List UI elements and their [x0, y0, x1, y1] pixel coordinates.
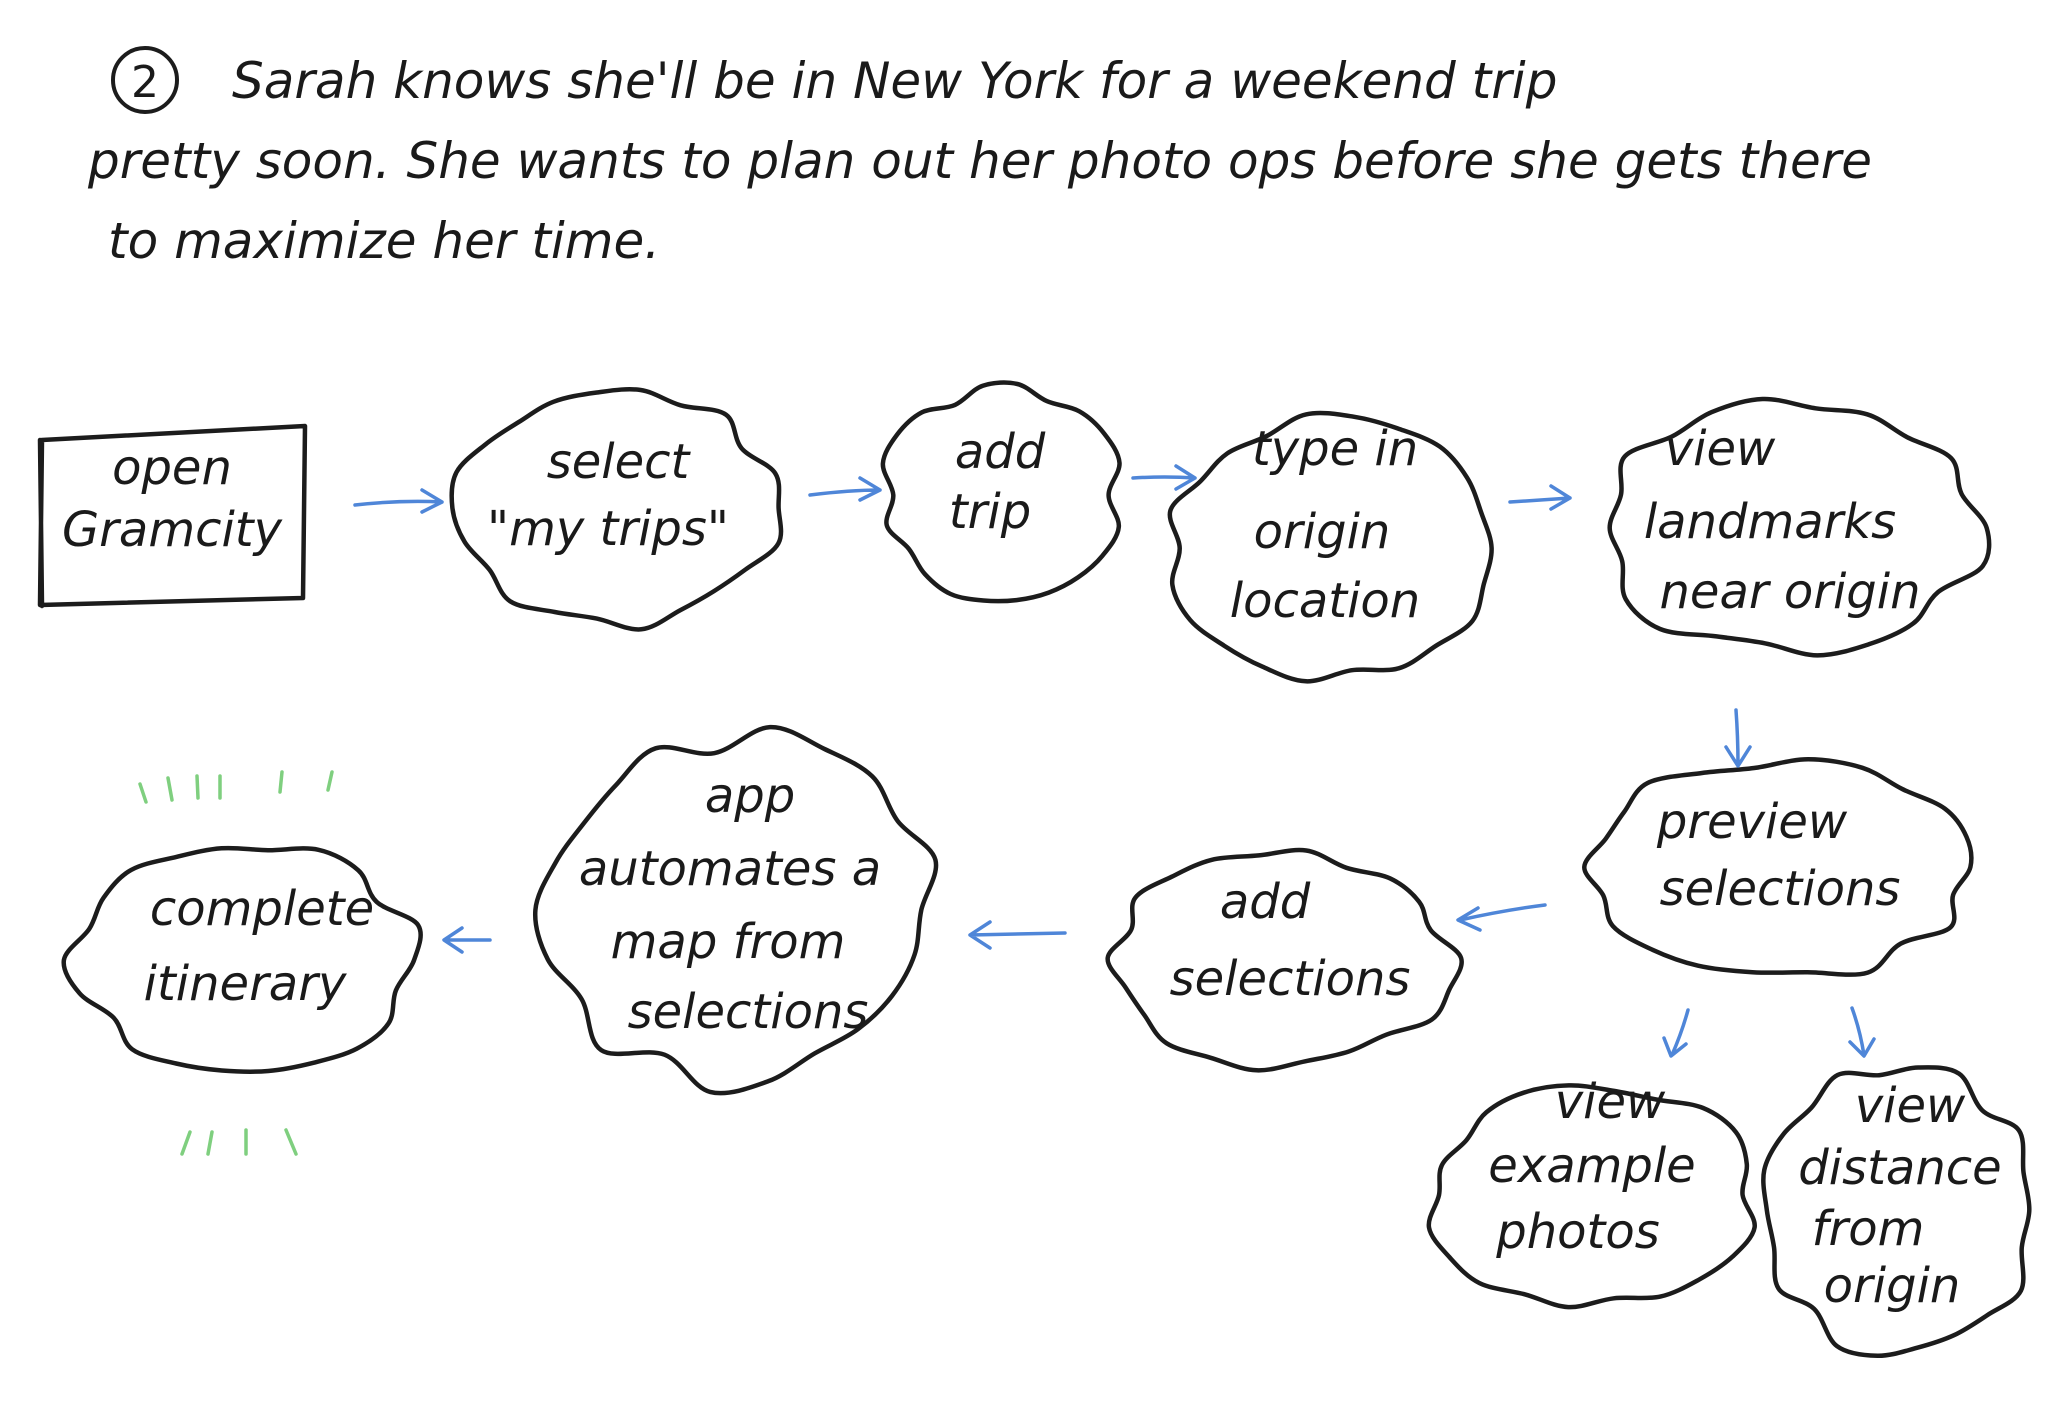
arrow-type-to-landmarks [1508, 484, 1572, 511]
node-label: add [1220, 874, 1311, 930]
node-complete-itinerary: complete itinerary [61, 845, 423, 1074]
node-shape [449, 387, 784, 632]
node-label: origin [1824, 1258, 1961, 1314]
flow-arrows [353, 464, 1876, 1058]
node-label: select [547, 434, 692, 490]
step-number-circle [111, 46, 179, 114]
arrow-addtrip-to-type [1131, 464, 1197, 491]
node-shape [1167, 410, 1494, 684]
node-shape [1105, 847, 1464, 1073]
node-add-selections: add selections [1105, 847, 1464, 1073]
node-label: origin [1254, 504, 1391, 560]
node-label: add [955, 424, 1046, 480]
node-label: view [1855, 1078, 1966, 1134]
node-label: distance [1798, 1140, 2001, 1196]
node-label: preview [1656, 794, 1848, 850]
node-label: automates a [579, 841, 881, 897]
node-label: selections [1170, 951, 1411, 1007]
intro-line-1: Sarah knows she'll be in New York for a … [232, 52, 1557, 110]
node-type-origin-location: type in origin location [1167, 410, 1494, 684]
node-label: trip [949, 484, 1031, 540]
intro-line-3: to maximize her time. [108, 212, 660, 270]
node-shape [1582, 757, 1974, 977]
node-shape [1761, 1065, 2032, 1359]
celebration-marks-top [138, 770, 334, 804]
node-label: app [705, 768, 795, 824]
node-label: selections [1660, 861, 1901, 917]
node-label: near origin [1659, 564, 1920, 620]
arrow-preview-to-distance [1848, 1006, 1876, 1058]
node-select-my-trips: select "my trips" [449, 387, 784, 632]
node-shape [532, 724, 939, 1096]
node-view-example-photos: view example photos [1426, 1074, 1757, 1310]
node-label: itinerary [144, 956, 347, 1012]
node-label: type in [1252, 421, 1418, 477]
node-shape [1607, 396, 1992, 658]
node-preview-selections: preview selections [1582, 757, 1974, 977]
node-label: Gramcity [62, 502, 283, 558]
node-app-automates-map: app automates a map from selections [532, 724, 939, 1096]
node-shape [880, 380, 1122, 604]
node-label: "my trips" [487, 501, 729, 557]
node-label: complete [150, 881, 374, 937]
node-label: location [1230, 573, 1420, 629]
arrow-select-to-addtrip [808, 476, 882, 502]
node-label: view [1665, 421, 1776, 477]
node-label: view [1555, 1074, 1666, 1130]
node-add-trip: add trip [880, 380, 1122, 604]
intro-text: 2 Sarah knows she'll be in New York for … [87, 46, 1872, 270]
node-view-distance-from-origin: view distance from origin [1761, 1065, 2032, 1359]
step-number: 2 [131, 57, 159, 108]
arrow-preview-to-addsel [1456, 903, 1547, 932]
arrow-addsel-to-automate [968, 920, 1067, 950]
node-label: example [1488, 1138, 1695, 1194]
arrow-automate-to-complete [442, 926, 492, 954]
node-label: photos [1495, 1204, 1659, 1260]
node-shape [37, 423, 308, 609]
node-label: from [1812, 1201, 1925, 1257]
node-label: landmarks [1644, 494, 1896, 550]
arrow-landmarks-to-preview [1724, 708, 1752, 768]
node-shape [61, 845, 423, 1074]
node-label: map from [611, 914, 846, 970]
node-shape [1426, 1083, 1757, 1310]
arrow-open-to-select [353, 488, 444, 514]
intro-line-2: pretty soon. She wants to plan out her p… [87, 132, 1872, 190]
node-label: selections [628, 984, 869, 1040]
celebration-marks-bottom [180, 1128, 298, 1156]
node-view-landmarks: view landmarks near origin [1607, 396, 1992, 658]
node-label: open [112, 440, 232, 496]
node-open-gramcity: open Gramcity [37, 423, 308, 609]
arrow-preview-to-photos [1662, 1008, 1690, 1058]
